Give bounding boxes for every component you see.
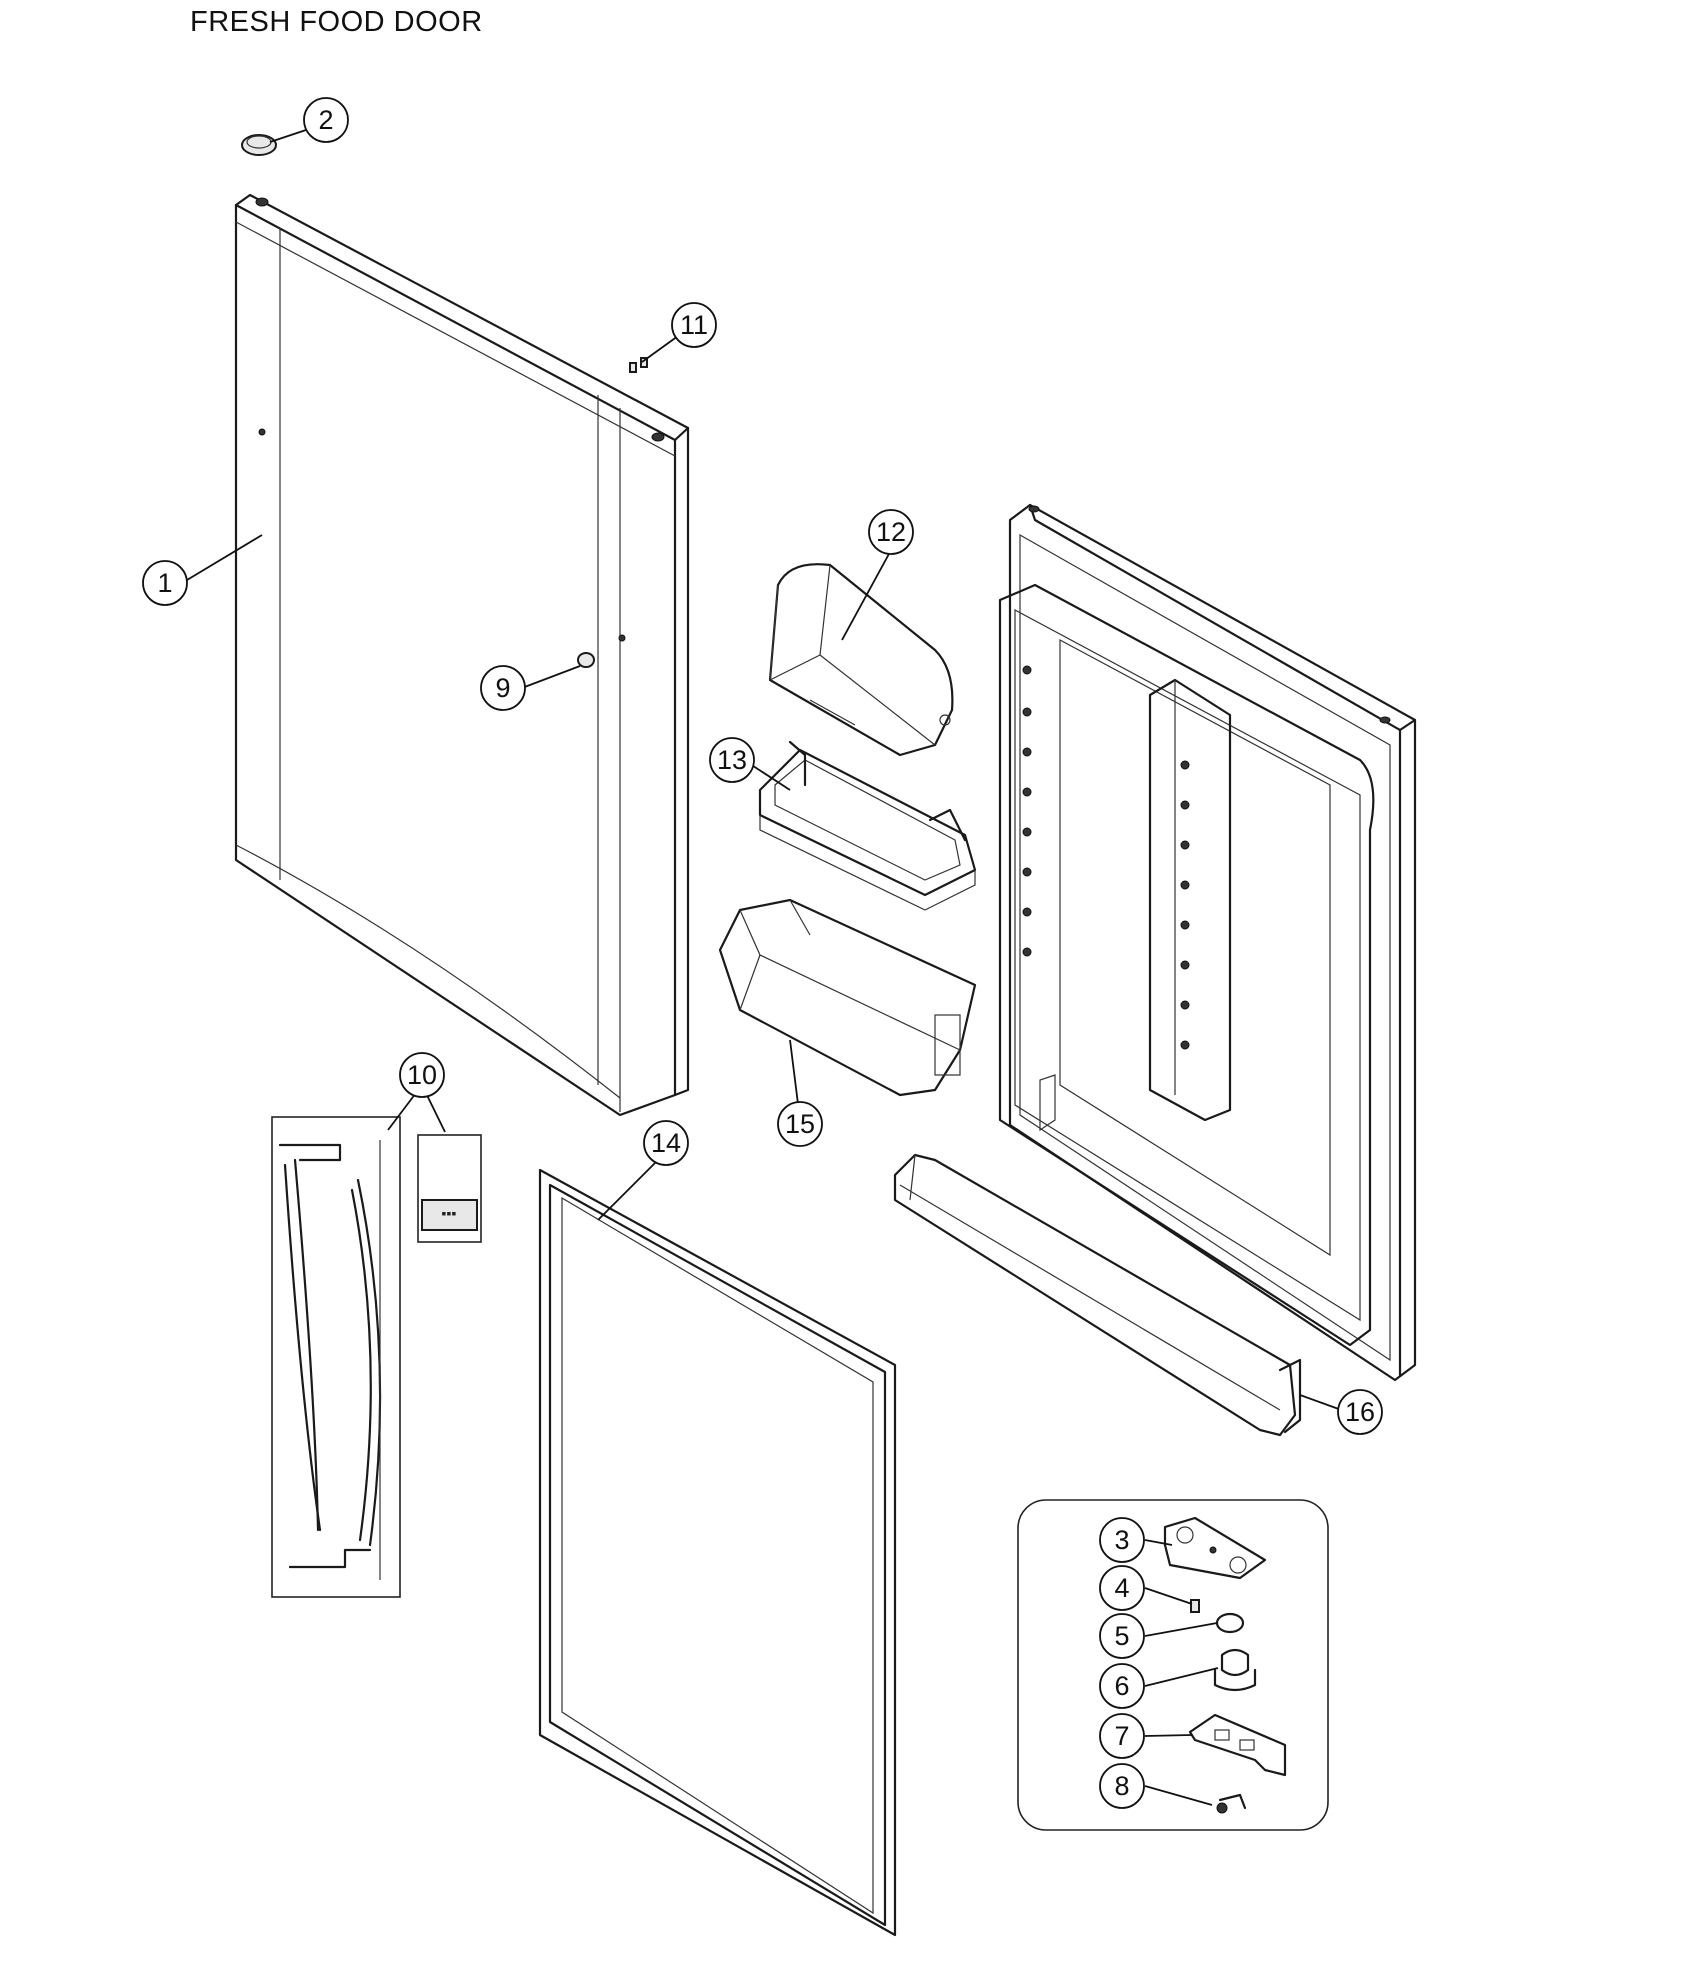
callout-1: 1 — [142, 560, 188, 606]
diagram-title: FRESH FOOD DOOR — [190, 6, 483, 38]
callout-label: 16 — [1345, 1397, 1375, 1427]
callout-12: 12 — [868, 509, 914, 555]
part-door-outer-panel — [234, 193, 690, 1117]
callout-label: 7 — [1114, 1721, 1129, 1751]
part-door-gasket — [538, 1168, 897, 1937]
callout-label: 3 — [1114, 1525, 1129, 1555]
svg-text:▪▪▪: ▪▪▪ — [442, 1205, 457, 1221]
callout-label: 6 — [1114, 1671, 1129, 1701]
callout-label: 14 — [651, 1128, 681, 1158]
callout-16: 16 — [1337, 1389, 1383, 1435]
callout-14: 14 — [643, 1120, 689, 1166]
callout-label: 15 — [785, 1109, 815, 1139]
callout-7: 7 — [1099, 1713, 1145, 1759]
callout-3: 3 — [1099, 1517, 1145, 1563]
callout-label: 13 — [717, 745, 747, 775]
part-dairy-tray — [758, 740, 977, 911]
part-cap — [241, 134, 277, 156]
callout-label: 5 — [1114, 1621, 1129, 1651]
callout-label: 12 — [876, 517, 906, 547]
callout-13: 13 — [709, 737, 755, 783]
callout-label: 2 — [318, 105, 333, 135]
callout-label: 9 — [495, 673, 510, 703]
part-dairy-cover — [768, 563, 954, 757]
callout-5: 5 — [1099, 1613, 1145, 1659]
part-screws — [629, 357, 648, 373]
part-shelf-bin — [893, 1153, 1302, 1437]
hinge-assembly-inset — [1017, 1499, 1329, 1831]
callout-11: 11 — [671, 302, 717, 348]
callout-4: 4 — [1099, 1565, 1145, 1611]
callout-6: 6 — [1099, 1663, 1145, 1709]
part-handle-assembly: ▪▪▪ — [271, 1116, 482, 1598]
part-door-bin — [718, 898, 977, 1097]
callout-9: 9 — [480, 665, 526, 711]
callout-2: 2 — [303, 97, 349, 143]
callout-10: 10 — [399, 1052, 445, 1098]
callout-label: 11 — [680, 310, 708, 340]
callout-15: 15 — [777, 1101, 823, 1147]
callout-label: 10 — [407, 1060, 437, 1090]
part-door-inner-liner — [998, 503, 1417, 1382]
callout-label: 8 — [1114, 1771, 1129, 1801]
callout-label: 1 — [157, 568, 172, 598]
leader-lines — [181, 129, 1348, 1806]
callout-8: 8 — [1099, 1763, 1145, 1809]
callout-label: 4 — [1114, 1573, 1129, 1603]
